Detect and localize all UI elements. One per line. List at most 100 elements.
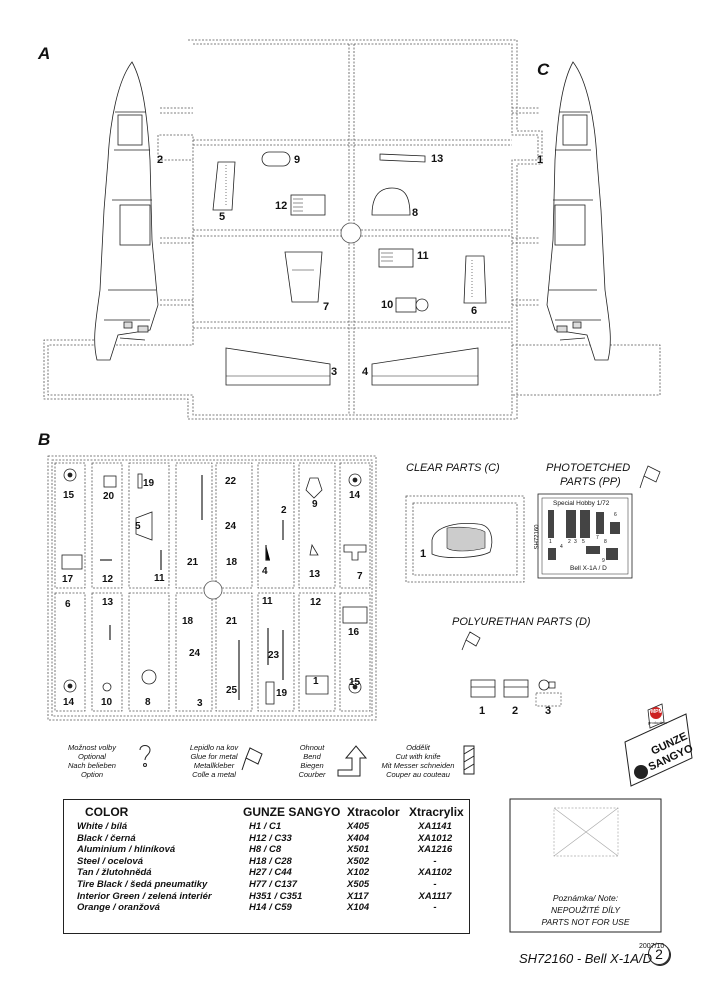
section-letter-a: A [38, 44, 51, 63]
color-col-xtracolor: X405 X404 X501 X502 X102 X505 X117 X104 [347, 821, 370, 914]
page-number: 2 [655, 946, 663, 962]
poly-num-1: 1 [479, 705, 486, 717]
color-col-gunze: H1 / C1 H12 / C33 H8 / C8 H18 / C28 H27 … [249, 821, 303, 914]
fuselage-right-part [546, 61, 611, 361]
part-9-shape [261, 151, 291, 167]
legend-bend: Ohnout Bend Biegen Courber [298, 743, 326, 779]
pe-fret-bottom: Bell X-1A / D [570, 565, 607, 572]
pe-num-8: 8 [604, 539, 607, 545]
b-part-10: 10 [101, 697, 113, 708]
color-row-name: Tan / žlutohnědá [77, 867, 152, 879]
b-part-12-top: 12 [102, 574, 114, 585]
b-part-24: 24 [225, 521, 237, 532]
clear-part-label-1: 1 [420, 548, 427, 560]
b-part-22: 22 [225, 476, 237, 487]
b-part-19-bottom: 19 [276, 688, 288, 699]
pe-num-3: 3 [574, 539, 577, 545]
photoetched-title-2: PARTS (PP) [560, 476, 621, 488]
b-part-25: 25 [226, 685, 238, 696]
b-part-14-top: 14 [349, 490, 361, 501]
bend-icon [337, 745, 368, 777]
b-part-11-top: 11 [154, 573, 165, 584]
b-part-3: 3 [197, 698, 203, 709]
b-part-14-bottom: 14 [63, 697, 75, 708]
b-part-19: 19 [143, 478, 155, 489]
b-part-16: 16 [348, 627, 360, 638]
color-row-name: Interior Green / zelená interiér [77, 890, 212, 902]
pe-num-6: 6 [614, 512, 617, 518]
color-header-color: COLOR [85, 805, 129, 819]
part-6-shape [463, 255, 487, 304]
b-part-18-bottom: 18 [182, 616, 194, 627]
b-part-9: 9 [312, 499, 318, 510]
b-part-21-top: 21 [187, 557, 199, 568]
part-11-shape [378, 248, 414, 268]
b-part-15: 15 [63, 490, 75, 501]
b-part-7: 7 [357, 571, 363, 582]
mpm-logo-text: MPM [651, 709, 663, 715]
part-12-shape [290, 194, 326, 216]
polyurethan-title: POLYURETHAN PARTS (D) [452, 616, 591, 628]
part-label-10: 10 [381, 299, 394, 311]
note-box [509, 798, 662, 933]
pe-num-4: 4 [560, 544, 563, 550]
pe-fret-top: Special Hobby 1/72 [553, 500, 610, 507]
pe-num-5: 5 [582, 539, 585, 545]
part-label-5: 5 [219, 211, 226, 223]
pe-num-1: 1 [549, 539, 552, 545]
color-header-xtracrylix: Xtracrylix [409, 805, 464, 819]
color-table [63, 799, 470, 934]
b-part-11-bottom: 11 [262, 596, 273, 607]
b-part-13-bottom: 13 [102, 597, 114, 608]
fuselage-left-label: 2 [157, 154, 164, 166]
glue-icon-poly [461, 631, 481, 651]
part-label-6: 6 [471, 305, 478, 317]
fuselage-right-label: 1 [537, 154, 544, 166]
part-label-4: 4 [362, 366, 369, 378]
part-5-shape [212, 161, 236, 211]
part-7-shape [284, 251, 323, 303]
color-row-name: Tire Black / šedá pneumatiky [77, 878, 208, 890]
sprue-a-drawing [43, 39, 661, 420]
note-line3: PARTS NOT FOR USE [541, 917, 630, 927]
color-header-gunze: GUNZE SANGYO [243, 805, 341, 819]
part-label-9: 9 [294, 154, 301, 166]
page-number-circle: 2 [648, 943, 670, 965]
note-line1: Poznámka/ Note: [552, 893, 619, 903]
b-part-5: 5 [135, 521, 141, 532]
color-col-xtracrylix: XA1141 XA1012 XA1216 - XA1102 - XA1117 - [417, 821, 453, 914]
photoetched-title-1: PHOTOETCHED [546, 462, 631, 474]
part-label-8: 8 [412, 207, 419, 219]
part-label-12: 12 [275, 200, 288, 212]
color-row-name: Aluminium / hliníková [77, 844, 176, 856]
part-label-11: 11 [417, 250, 429, 262]
legend-glue: Lepidlo na kov Glue for metal Metallkleb… [189, 743, 239, 779]
gunze-logo [624, 703, 693, 787]
color-row-name: Steel / ocelová [77, 855, 144, 867]
polyurethan-drawing [461, 631, 562, 707]
mpm-logo-sub: production [648, 720, 667, 725]
section-letter-c: C [537, 60, 550, 79]
b-part-13-top: 13 [309, 569, 321, 580]
fuselage-left-part [94, 61, 159, 361]
b-part-21-bottom: 21 [226, 616, 238, 627]
b-part-8: 8 [145, 697, 151, 708]
cut-icon [463, 745, 475, 775]
footer-title: SH72160 - Bell X-1A/D [519, 951, 652, 966]
legend-optional: Možnost volby Optional Nach belieben Opt… [68, 743, 116, 779]
sprue-b-drawing [47, 455, 377, 721]
glue-icon-pe [639, 465, 661, 489]
section-letter-b: B [38, 430, 51, 449]
b-part-23: 23 [268, 650, 280, 661]
legend-icons [139, 745, 475, 777]
poly-num-3: 3 [545, 705, 552, 717]
part-label-13: 13 [431, 153, 444, 165]
pe-num-2: 2 [568, 539, 571, 545]
glue-icon [241, 747, 263, 771]
b-part-18-top: 18 [226, 557, 238, 568]
note-line2: NEPOUŽITÉ DÍLY [550, 905, 621, 915]
b-part-2: 2 [281, 505, 287, 516]
color-col-names: White / bílá Black / černá Aluminium / h… [77, 821, 247, 914]
part-8-shape [371, 187, 411, 216]
photoetched-fret [537, 465, 661, 579]
